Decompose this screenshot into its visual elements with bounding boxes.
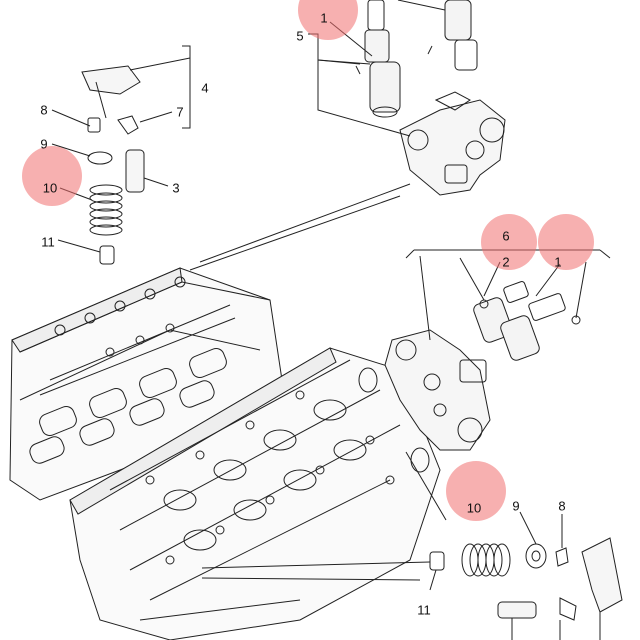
valve-spring-upper (89, 184, 123, 236)
callout-top-9: 9 (40, 136, 48, 152)
highlight-top-1 (298, 0, 358, 40)
top-solenoid-assembly (355, 0, 506, 196)
callout-top-7: 7 (176, 104, 184, 120)
callout-bottom-10: 10 (466, 500, 482, 516)
cylinder-head-lower (69, 347, 441, 640)
callout-top-10: 10 (42, 180, 58, 196)
highlight-right-1 (538, 214, 594, 270)
highlight-right-6 (481, 214, 537, 270)
highlight-top-10 (22, 146, 82, 206)
callout-bottom-9: 9 (512, 498, 520, 514)
callout-right-1: 1 (554, 254, 562, 270)
valve-train-parts-upper (81, 65, 145, 265)
highlight-bottom-10 (446, 461, 506, 521)
right-solenoid-assembly (384, 281, 581, 451)
callout-top-4: 4 (201, 80, 209, 96)
callout-right-2: 2 (502, 254, 510, 270)
highlight-circles (22, 0, 594, 521)
callout-top-8: 8 (40, 102, 48, 118)
callout-top-3: 3 (172, 180, 180, 196)
callout-top-1: 1 (320, 10, 328, 26)
callout-top-11: 11 (41, 234, 55, 250)
callout-bottom-8: 8 (558, 498, 566, 514)
callout-right-6: 6 (502, 228, 510, 244)
valve-train-parts-lower (429, 537, 623, 621)
callout-top-5: 5 (296, 28, 304, 44)
cylinder-head-upper (9, 267, 283, 501)
callout-bottom-11: 11 (417, 602, 431, 618)
valve-spring-lower (461, 543, 511, 577)
